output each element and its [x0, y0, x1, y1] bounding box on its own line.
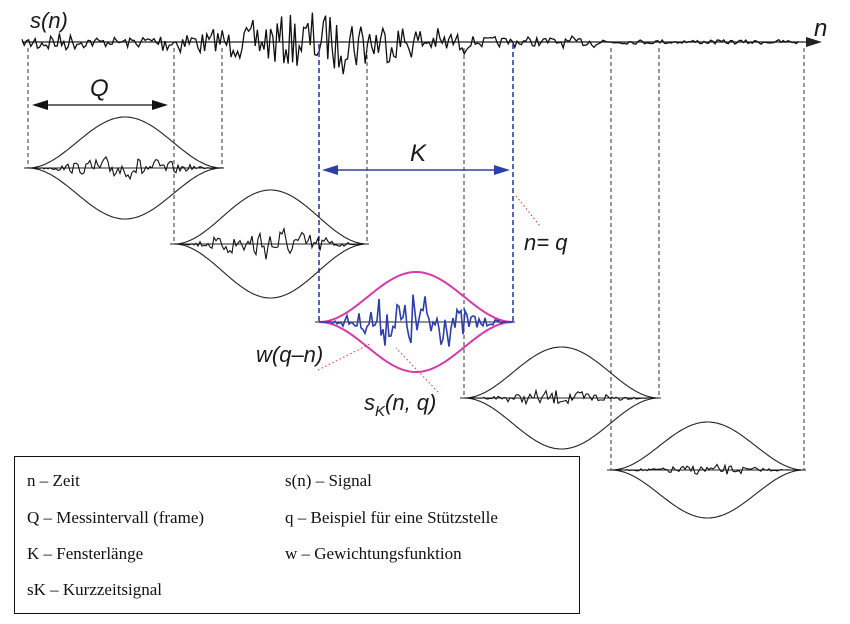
frame-3-windowed-signal: [464, 388, 658, 406]
axis-n-label: n: [814, 15, 827, 42]
frame-2-window-upper: [318, 271, 514, 323]
legend-item-q-support: q – Beispiel für eine Stützstelle: [285, 508, 498, 527]
legend-box: n – Zeit s(n) – Signal Q – Messintervall…: [14, 456, 580, 614]
frame-1-windowed-signal: [174, 226, 366, 260]
frame-0-windowed-signal: [28, 155, 222, 181]
frame-1-window-upper: [173, 189, 367, 245]
signal-waveform: [21, 12, 800, 75]
weighting-label: w(q–n): [256, 342, 323, 367]
windowed-frames: [24, 116, 806, 519]
frame-3-window-lower: [463, 397, 659, 450]
window-k-arrow-right: [494, 165, 510, 175]
frame-4-window-upper: [610, 421, 804, 471]
short-time-signal-sub: K: [375, 403, 386, 420]
support-point-label: n= q: [524, 230, 568, 255]
short-time-signal-label: sK(n, q): [364, 390, 436, 420]
frame-2-windowed-signal: [319, 294, 513, 347]
window-k-arrow-left: [322, 165, 338, 175]
window-k-label: K: [410, 140, 427, 167]
frame-1-window-lower: [173, 243, 367, 299]
frame-3-window-upper: [463, 346, 659, 399]
frame-0-window-lower: [27, 167, 223, 220]
signal-label: s(n): [30, 8, 68, 33]
short-time-signal-args: (n, q): [385, 390, 436, 415]
frame-guide-lines: [27, 48, 805, 470]
time-axis-arrow: [806, 37, 822, 47]
frame-q-arrow-right: [152, 100, 168, 110]
legend-item-sk: sK – Kurzzeitsignal: [27, 580, 163, 599]
frame-q-arrow-left: [32, 100, 48, 110]
frame-0-window-upper: [27, 116, 223, 169]
legend-item-n: n – Zeit: [27, 471, 80, 490]
legend-item-w: w – Gewichtungsfunktion: [285, 544, 462, 563]
legend-item-q-frame: Q – Messintervall (frame): [27, 508, 205, 527]
frame-2-window-lower: [318, 321, 514, 373]
legend-item-s: s(n) – Signal: [285, 471, 372, 490]
frame-q-label: Q: [90, 75, 109, 102]
window-k-edges: [318, 44, 514, 322]
short-time-signal-main: s: [364, 390, 375, 415]
legend-item-k: K – Fensterlänge: [27, 544, 144, 563]
annotation-pointers: [317, 195, 541, 393]
frame-4-windowed-signal: [611, 463, 803, 475]
frame-4-window-lower: [610, 469, 804, 519]
